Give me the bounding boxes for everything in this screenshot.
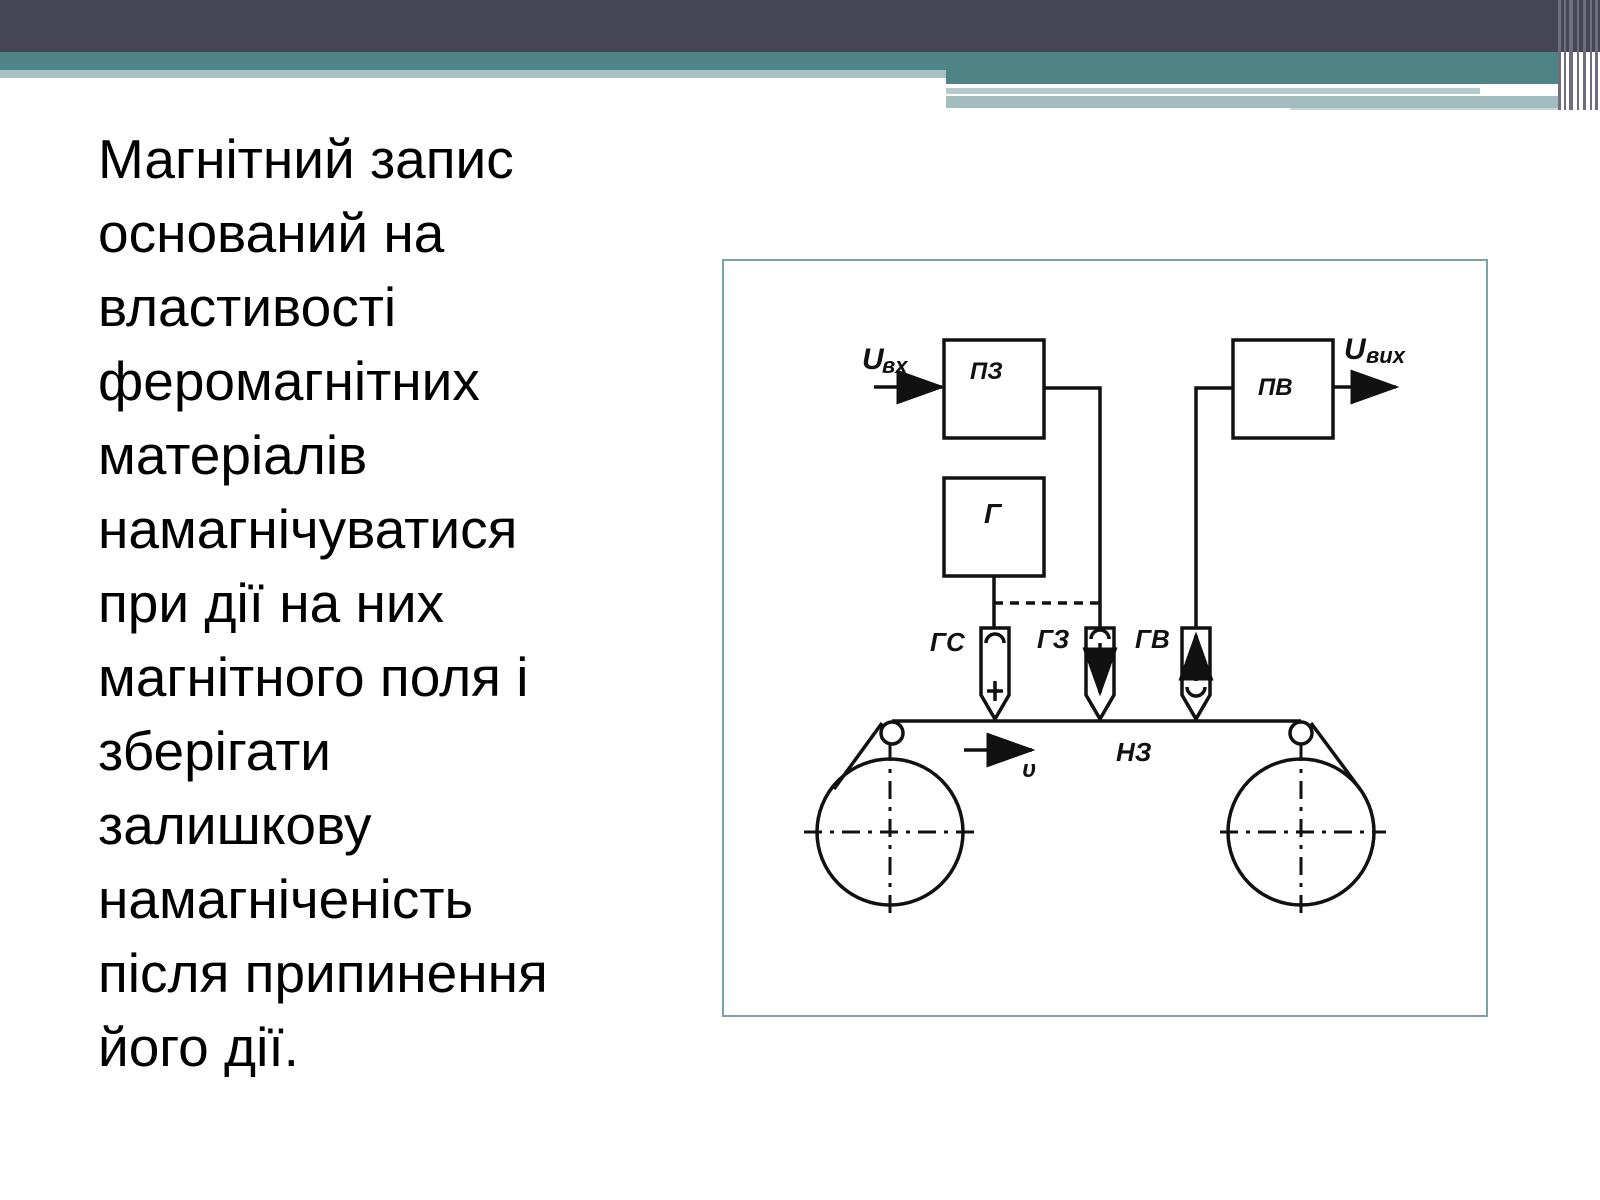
u-in-label: U (862, 343, 885, 376)
body-line: зберігати (98, 720, 332, 782)
body-line: намагніченість (98, 868, 474, 930)
header-pale-strip (1290, 108, 1560, 110)
block-pz-label: ПЗ (970, 358, 1003, 385)
header-dark-band (0, 0, 1600, 52)
body-line: матеріалів (98, 424, 368, 486)
body-line: феромагнітних (98, 350, 480, 412)
magnetic-recording-diagram: U вх U вих ПЗ ПВ Г ГС ГЗ ГВ НЗ υ (804, 333, 1406, 921)
wire-pv-gv (1194, 386, 1233, 628)
magnetic-recording-diagram-frame: U вх U вих ПЗ ПВ Г ГС ГЗ ГВ НЗ υ (722, 259, 1488, 1017)
body-line: після припинення (98, 942, 548, 1004)
body-line: магнітного поля і (98, 646, 529, 708)
block-g-label: Г (984, 498, 1003, 529)
body-line: його дії. (98, 1016, 299, 1078)
body-line: намагнічуватися (98, 498, 518, 560)
body-line: оснований на (98, 202, 445, 264)
speed-label: υ (1022, 756, 1036, 783)
head-gs-label: ГС (930, 627, 966, 657)
head-gs-arc (984, 632, 1006, 644)
header-teal-band (0, 52, 1560, 70)
head-gv-label: ГВ (1135, 624, 1170, 654)
body-line: при дії на них (98, 572, 445, 634)
head-gs-shape (979, 626, 1011, 723)
u-out-subscript: вих (1366, 343, 1406, 368)
u-in-subscript: вх (882, 353, 908, 378)
u-out-label: U (1344, 333, 1367, 366)
tape-label: НЗ (1116, 737, 1152, 767)
slide-body-text: Магнітний запис оснований на властивості… (98, 122, 658, 1084)
header-teal-band-right (946, 70, 1560, 84)
head-gv-shape (1180, 626, 1212, 723)
header-pale-strip (946, 96, 1560, 108)
block-pz (942, 338, 1046, 440)
block-pv-label: ПВ (1258, 374, 1293, 401)
head-gz-arc (1089, 628, 1111, 640)
head-gv-arc (1185, 686, 1207, 698)
body-line: властивості (98, 276, 397, 338)
roller-right (1288, 720, 1314, 746)
header-side-stripes (1556, 0, 1600, 110)
body-line: залишкову (98, 794, 372, 856)
roller-left (879, 720, 905, 746)
header-pale-strip (946, 88, 1480, 94)
header-light-band (0, 70, 946, 78)
head-gz-label: ГЗ (1037, 624, 1070, 654)
body-line: Магнітний запис (98, 128, 514, 190)
wire-pz-gz (1044, 386, 1102, 628)
